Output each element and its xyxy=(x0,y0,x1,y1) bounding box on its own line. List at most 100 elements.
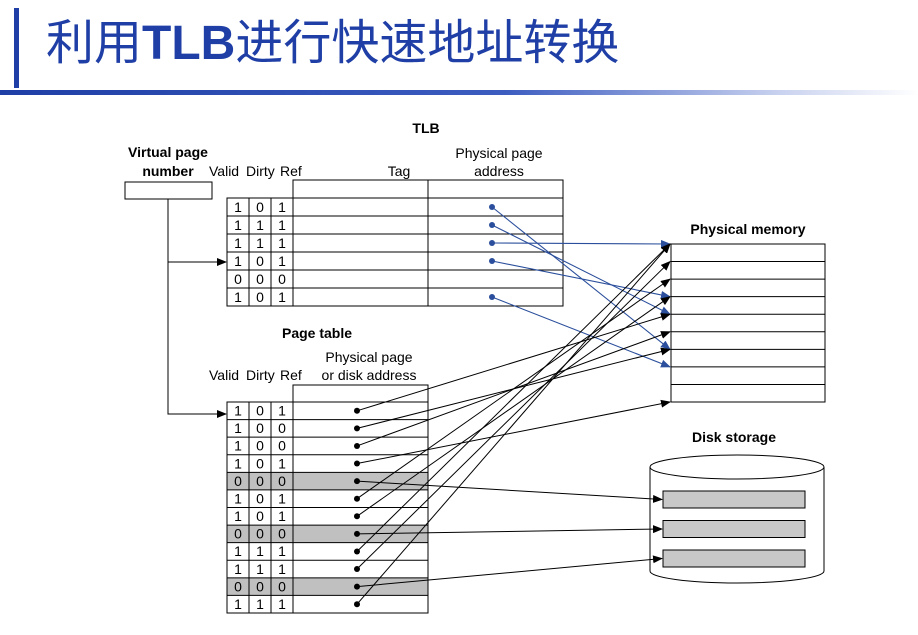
pt-ref-bit: 1 xyxy=(278,490,286,506)
slide-title: 利用TLB进行快速地址转换 xyxy=(46,8,619,79)
tlb-dirty-bit: 0 xyxy=(256,271,264,287)
pt-valid-bit: 1 xyxy=(234,508,242,524)
tlb-dirty-bit: 0 xyxy=(256,289,264,305)
pt-ref-bit: 1 xyxy=(278,508,286,524)
pt-dirty-bit: 0 xyxy=(256,526,264,542)
pt-col-dirty: Dirty xyxy=(246,367,275,383)
pt-dirty-bit: 0 xyxy=(256,420,264,436)
pt-ref-bit: 1 xyxy=(278,596,286,612)
pt-col-phys-line2: or disk address xyxy=(322,367,417,383)
pt-valid-bit: 1 xyxy=(234,543,242,559)
pt-dirty-bit: 1 xyxy=(256,596,264,612)
physical-memory xyxy=(670,243,826,403)
pt-valid-bit: 1 xyxy=(234,420,242,436)
pt-valid-bit: 1 xyxy=(234,596,242,612)
pt-shaded-row xyxy=(227,525,428,543)
tlb-header-box xyxy=(292,179,564,199)
pt-ref-bit: 1 xyxy=(278,543,286,559)
tlb-title: TLB xyxy=(412,120,439,136)
pt-col-valid: Valid xyxy=(209,367,239,383)
tlb-ref-bit: 1 xyxy=(278,253,286,269)
pt-row-lines xyxy=(227,419,428,596)
tlb-to-memory-arrow xyxy=(491,206,671,350)
pt-dirty-bit: 0 xyxy=(256,578,264,594)
pt-ref-bit: 0 xyxy=(278,578,286,594)
title-suffix: 进行快速地址转换 xyxy=(235,15,620,71)
pt-ref-bit: 0 xyxy=(278,473,286,489)
tlb-col-valid: Valid xyxy=(209,163,239,179)
tlb-dirty-bit: 0 xyxy=(256,199,264,215)
disk-storage-title: Disk storage xyxy=(692,429,776,445)
pt-to-memory-arrow xyxy=(356,278,671,500)
pt-valid-bit: 0 xyxy=(234,578,242,594)
pt-dirty-bit: 0 xyxy=(256,438,264,454)
pt-valid-bit: 0 xyxy=(234,526,242,542)
memory-outline xyxy=(670,243,826,403)
tlb-valid-bit: 1 xyxy=(234,235,242,251)
tlb-dirty-bit: 0 xyxy=(256,253,264,269)
pt-ref-bit: 0 xyxy=(278,420,286,436)
tlb-col-ref: Ref xyxy=(280,163,302,179)
disk-cylinder-top xyxy=(649,454,825,480)
pt-col-ref: Ref xyxy=(280,367,302,383)
disk-block xyxy=(662,490,806,509)
pt-header-box xyxy=(292,384,429,403)
pt-ref-bit: 1 xyxy=(278,455,286,471)
tlb-valid-bit: 1 xyxy=(234,289,242,305)
tlb-ref-bit: 1 xyxy=(278,199,286,215)
pt-valid-bit: 1 xyxy=(234,561,242,577)
pt-to-memory-arrow xyxy=(356,260,671,570)
tlb-ref-bit: 1 xyxy=(278,235,286,251)
title-underline xyxy=(0,90,918,95)
pt-dirty-bit: 1 xyxy=(256,543,264,559)
pt-to-memory-arrow xyxy=(356,399,671,465)
title-prefix: 利用 xyxy=(46,15,143,71)
tlb-ref-bit: 1 xyxy=(278,289,286,305)
pt-ref-bit: 0 xyxy=(278,526,286,542)
disk-blocks xyxy=(662,490,806,568)
vpn-box xyxy=(124,181,213,200)
pt-to-disk-arrow xyxy=(356,555,663,588)
tlb-valid-bit: 1 xyxy=(234,217,242,233)
tlb-col-phys-line1: Physical page xyxy=(455,145,542,161)
pt-col-phys-line1: Physical page xyxy=(325,349,412,365)
tlb-col-phys-line2: address xyxy=(474,163,524,179)
pt-ref-bit: 1 xyxy=(278,403,286,419)
pt-to-disk-arrow xyxy=(356,480,663,503)
title-tlb: TLB xyxy=(142,17,236,70)
pt-to-memory-arrow xyxy=(356,296,671,517)
disk-block xyxy=(662,520,806,538)
pt-shaded-rows xyxy=(227,472,428,596)
pt-valid-bit: 1 xyxy=(234,455,242,471)
tlb-valid-bit: 1 xyxy=(234,199,242,215)
tlb-to-memory-arrow xyxy=(491,260,671,299)
pt-ref-bit: 0 xyxy=(278,438,286,454)
page-table-title: Page table xyxy=(282,325,352,341)
pt-dirty-bit: 0 xyxy=(256,490,264,506)
pt-dirty-bit: 0 xyxy=(256,403,264,419)
pt-to-disk-arrow xyxy=(356,525,663,535)
pt-valid-bit: 1 xyxy=(234,403,242,419)
pt-shaded-row xyxy=(227,472,428,490)
vpn-to-page-table-arrow xyxy=(167,199,227,418)
pt-valid-bit: 1 xyxy=(234,438,242,454)
tlb-col-tag: Tag xyxy=(388,163,411,179)
translation-arrows xyxy=(356,206,671,605)
tlb-valid-bit: 1 xyxy=(234,253,242,269)
tlb-valid-bit: 0 xyxy=(234,271,242,287)
tlb-ref-bit: 0 xyxy=(278,271,286,287)
